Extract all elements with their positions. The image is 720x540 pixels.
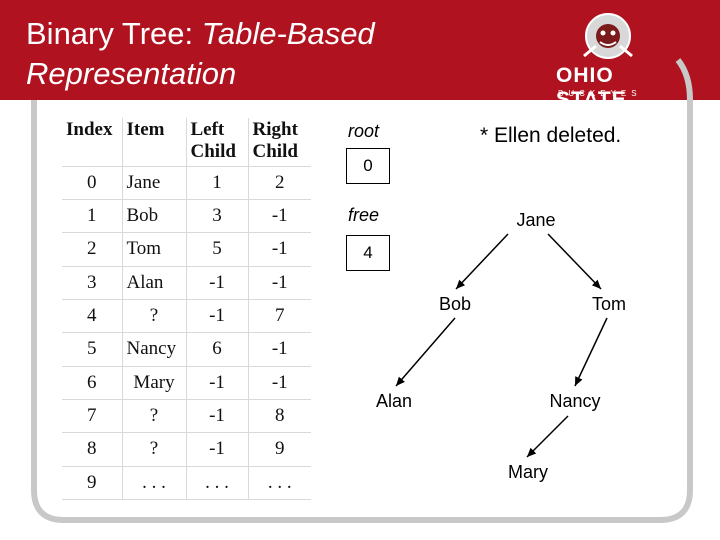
edge-tom-nancy <box>574 317 608 387</box>
cell-index: 2 <box>62 232 123 267</box>
cell-index: 8 <box>62 432 123 467</box>
cell-index: 9 <box>62 466 123 501</box>
cell-right-child: -1 <box>248 266 311 300</box>
cell-item: ? <box>122 432 187 467</box>
cell-left-child: 3 <box>186 199 249 234</box>
cell-left-child: -1 <box>186 266 249 300</box>
logo-wordmark: OHIO STATE <box>556 64 627 111</box>
cell-item: ? <box>122 299 187 334</box>
cell-index: 1 <box>62 199 123 234</box>
edge-jane-bob <box>455 233 509 290</box>
table-row: 9. . .. . .. . . <box>62 466 311 501</box>
cell-item: Bob <box>122 199 187 234</box>
header-index: Index <box>62 118 123 167</box>
root-pointer-box: 0 <box>346 148 390 184</box>
cell-index: 5 <box>62 332 123 367</box>
free-label: free <box>348 205 380 225</box>
cell-right-child: -1 <box>248 199 311 234</box>
brutus-mascot-icon <box>583 13 633 59</box>
cell-right-child: -1 <box>248 232 311 267</box>
deletion-note: * Ellen deleted. <box>480 124 621 148</box>
cell-left-child: -1 <box>186 432 249 467</box>
header-right-child: Right Child <box>248 118 311 167</box>
cell-right-child: . . . <box>248 466 311 501</box>
slide-title: Binary Tree: Table-Based Representation <box>26 14 375 94</box>
tree-node-bob: Bob <box>438 294 472 314</box>
cell-index: 0 <box>62 166 123 200</box>
tree-node-alan: Alan <box>375 391 413 411</box>
cell-right-child: 9 <box>248 432 311 467</box>
cell-item: Jane <box>122 166 187 200</box>
deletion-note-text: * Ellen deleted. <box>480 124 622 147</box>
cell-left-child: 5 <box>186 232 249 267</box>
tree-node-tom: Tom <box>591 294 626 314</box>
cell-item: Nancy <box>122 332 187 367</box>
cell-left-child: 1 <box>186 166 249 200</box>
cell-index: 6 <box>62 366 123 400</box>
title-italic-2: Representation <box>26 56 237 91</box>
cell-item: Mary <box>122 366 187 400</box>
header-left-child: Left Child <box>186 118 249 167</box>
edge-bob-alan <box>395 317 456 387</box>
cell-right-child: 8 <box>248 399 311 434</box>
ohio-state-logo: OHIO STATE BUCKEYES <box>548 8 678 111</box>
cell-left-child: . . . <box>186 466 249 501</box>
edge-jane-tom <box>547 233 602 290</box>
logo-subtext: BUCKEYES <box>558 89 642 98</box>
edge-nancy-mary <box>526 415 569 458</box>
cell-index: 4 <box>62 299 123 334</box>
cell-left-child: 6 <box>186 332 249 367</box>
title-italic-1: Table-Based <box>201 16 375 51</box>
table-header-row: Index Item Left Child Right Child <box>62 118 311 167</box>
cell-item: Tom <box>122 232 187 267</box>
root-label: root <box>348 121 380 141</box>
header-item: Item <box>122 118 187 167</box>
cell-item: ? <box>122 399 187 434</box>
tree-node-nancy: Nancy <box>549 391 601 411</box>
tree-node-mary: Mary <box>508 462 548 482</box>
cell-right-child: -1 <box>248 366 311 400</box>
cell-item: Alan <box>122 266 187 300</box>
title-plain: Binary Tree: <box>26 16 202 51</box>
cell-left-child: -1 <box>186 399 249 434</box>
cell-right-child: 7 <box>248 299 311 334</box>
free-pointer-box: 4 <box>346 235 390 271</box>
cell-index: 7 <box>62 399 123 434</box>
tree-node-jane: Jane <box>516 210 556 230</box>
cell-index: 3 <box>62 266 123 300</box>
cell-left-child: -1 <box>186 299 249 334</box>
cell-left-child: -1 <box>186 366 249 400</box>
cell-right-child: -1 <box>248 332 311 367</box>
cell-item: . . . <box>122 466 187 501</box>
cell-right-child: 2 <box>248 166 311 200</box>
